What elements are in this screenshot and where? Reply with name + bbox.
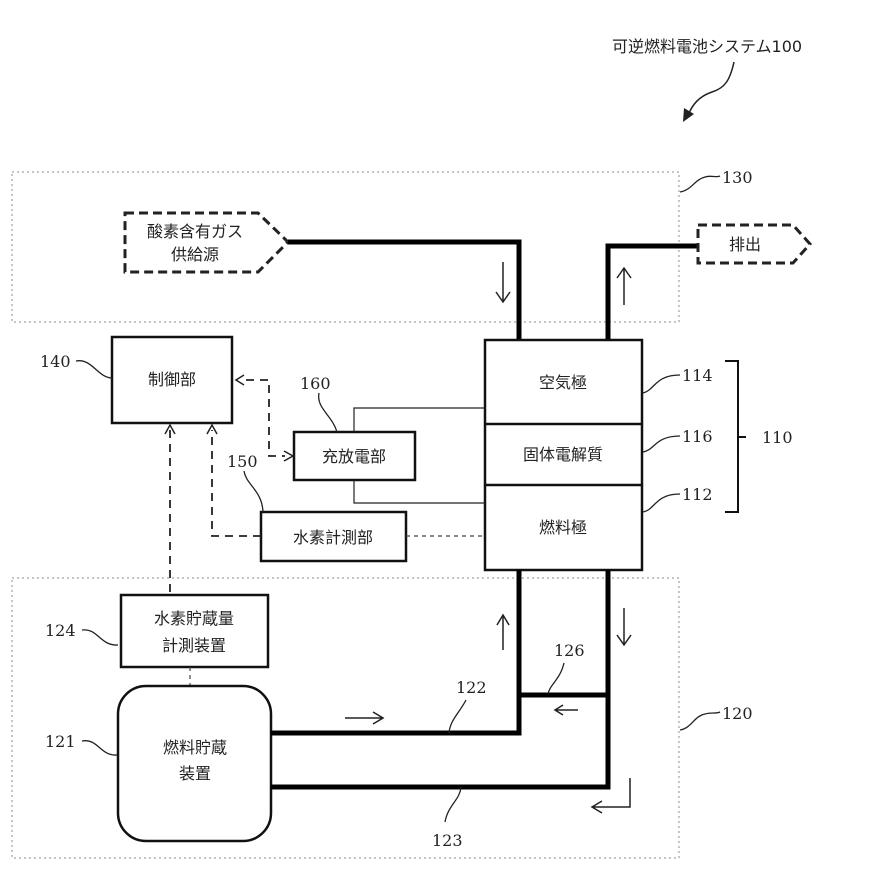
arrow-to-controller-icon [236,375,244,385]
ref-160: 160 [300,374,331,393]
h2-storage-meter-label-2: 計測装置 [162,636,226,655]
leader-112 [643,494,680,512]
oxygen-source-label-1: 酸素含有ガス [147,222,243,241]
ref-114: 114 [682,366,713,385]
oxygen-source-label-2: 供給源 [171,245,219,264]
h2-storage-meter-box [121,595,268,667]
leader-122 [449,700,466,733]
return-arrow-icon [592,778,630,813]
leader-150 [244,471,263,512]
supply-pipe-122 [271,570,519,733]
ref-126: 126 [554,641,585,660]
electrolyte-label: 固体電解質 [523,445,603,464]
controller-label: 制御部 [148,370,196,389]
leader-116 [643,436,680,452]
h2-meter-controller-link [212,430,261,536]
down-arrow-icon [496,262,510,302]
controller-charger-link [246,380,285,456]
ref-110: 110 [762,428,793,447]
air-outlet-pipe [608,246,700,340]
ref-116: 116 [682,427,713,446]
air-inlet-pipe [288,242,519,340]
ref-124: 124 [45,621,76,640]
leader-160 [319,393,337,432]
charger-label: 充放電部 [322,447,386,466]
up-arrow-icon [617,268,631,305]
exhaust-label: 排出 [729,235,761,254]
cell-bracket [725,361,746,512]
ref-123: 123 [432,831,463,850]
up-arrow-fuel-icon [497,615,509,650]
h2-meter-label: 水素計測部 [293,528,373,547]
ref-150: 150 [227,452,258,471]
right-arrow-icon [345,712,383,724]
fuel-electrode-label: 燃料極 [539,518,587,537]
leader-123 [445,787,461,822]
arrow-up-controller-2-icon [207,425,217,434]
air-supply-region [12,172,679,322]
leader-121 [82,741,117,755]
ref-122: 122 [456,678,487,697]
down-arrow-fuel-icon [617,608,631,645]
ref-120: 120 [722,704,753,723]
system-title: 可逆燃料電池システム100 [612,37,802,56]
ref-112: 112 [682,485,713,504]
ref-121: 121 [45,732,76,751]
charger-wire-air [354,408,485,432]
ref-140: 140 [40,352,71,371]
ref-130: 130 [722,168,753,187]
fuel-storage-label-1: 燃料貯蔵 [163,738,227,757]
title-arrow-head-icon [683,108,694,122]
air-electrode-label: 空気極 [539,373,587,392]
leader-114 [643,375,680,393]
leader-124 [82,630,118,645]
leader-120 [680,712,720,730]
title-pointer-arrow [688,62,734,116]
arrow-to-charger-icon [284,451,293,461]
leader-126 [548,663,564,694]
fuel-storage-label-2: 装置 [179,764,211,783]
leader-140 [76,361,112,378]
leader-130 [680,176,720,192]
charger-wire-fuel [354,480,485,503]
left-arrow-icon [555,705,578,715]
h2-storage-meter-label-1: 水素貯蔵量 [154,609,234,628]
